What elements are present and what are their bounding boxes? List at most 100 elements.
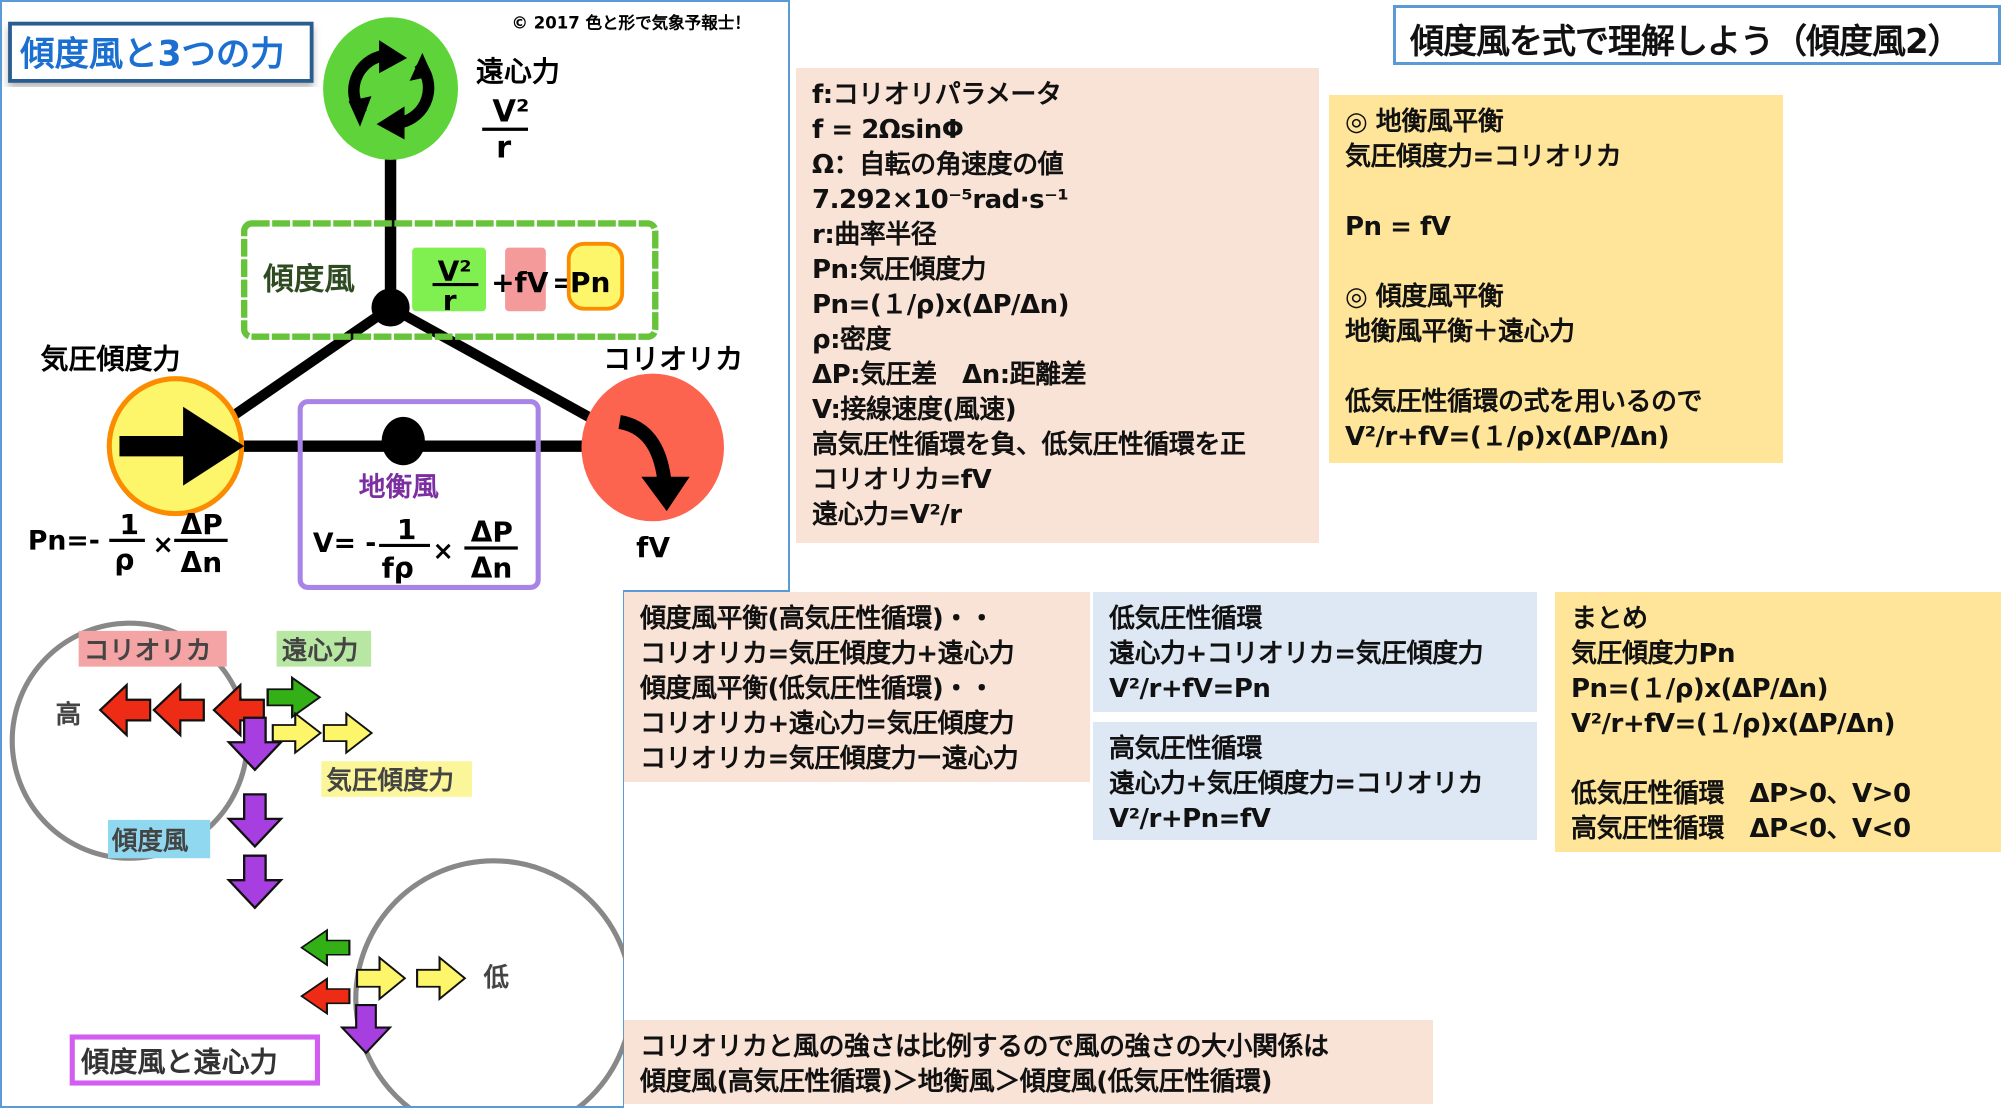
pn-formula-prefix: Pn=- — [28, 525, 100, 556]
gradient-balance-line: 傾度風平衡(低気圧性循環)・・ — [640, 674, 995, 704]
wind-balance-panel: コリオリカ 遠心力 高 気圧傾度力 傾度風 低 傾度風と遠心力 — [0, 590, 635, 1116]
pressure-term-box — [566, 241, 625, 311]
gradient-wind-pn: Pn — [570, 266, 610, 299]
connector-line — [228, 303, 394, 422]
gradient-balance-line: コリオリカ=気圧傾度力ー遠心力 — [640, 744, 1019, 774]
rotation-icon — [348, 40, 435, 140]
times-sign: × — [433, 536, 454, 566]
gradient-wind-node — [371, 288, 410, 327]
low-cyclonic-box: 低気圧性循環 遠心力+コリオリカ=気圧傾度力 V²/r+fV=Pn — [1093, 592, 1537, 712]
balance-line: ◎ 地衡風平衡 — [1345, 107, 1504, 137]
definition-line: ΔP:気圧差 Δn:距離差 — [812, 360, 1087, 390]
definition-line: f:コリオリパラメータ — [812, 80, 1062, 110]
diagram-title: 傾度風と3つの力 — [19, 35, 284, 75]
high-cyclonic-line: V²/r+Pn=fV — [1109, 804, 1271, 834]
pressure-tag: 気圧傾度力 — [326, 766, 454, 796]
definitions-box: f:コリオリパラメータ f = 2ΩsinΦ Ω：自転の角速度の値 7.292×… — [796, 68, 1319, 543]
v-den2: Δn — [471, 551, 513, 584]
pressure-arrow-icon — [356, 956, 406, 1000]
low-label: 低 — [483, 963, 510, 993]
gradient-wind-tag: 傾度風 — [111, 826, 189, 856]
high-label: 高 — [56, 700, 82, 730]
coriolis-arrow-icon — [152, 683, 205, 737]
summary-line: 低気圧性循環 ΔP>0、V>0 — [1571, 779, 1911, 809]
low-cyclonic-line: V²/r+fV=Pn — [1109, 674, 1271, 704]
pressure-tag-bg — [321, 761, 473, 797]
coriolis-arrow-icon — [99, 683, 152, 737]
coriolis-tag: コリオリカ — [84, 636, 212, 666]
three-forces-diagram: 傾度風と3つの力 © 2017 色と形で気象予報士！ 遠心力 V² r 傾度風 … — [8, 13, 751, 590]
curved-arrowhead — [641, 476, 690, 512]
wind-arrow-icon — [227, 793, 283, 848]
definition-line: V:接線速度(風速) — [812, 395, 1017, 425]
balance-box: ◎ 地衡風平衡 気圧傾度力=コリオリカ Pn = fV ◎ 傾度風平衡 地衡風平… — [1329, 95, 1783, 463]
definition-line: 高気圧性循環を負、低気圧性循環を正 — [812, 430, 1246, 460]
balance-line: V²/r+fV=(１/ρ)x(ΔP/Δn) — [1345, 422, 1670, 452]
wind-arrow-icon — [341, 1004, 391, 1054]
pressure-gradient-label: 気圧傾度力 — [41, 343, 181, 376]
gradient-wind-numerator: V² — [438, 255, 472, 288]
coriolis-formula: fV — [636, 531, 670, 564]
pressure-arrow-icon — [416, 956, 466, 1000]
definition-line: Pn=(１/ρ)x(ΔP/Δn) — [812, 290, 1070, 320]
gradient-balance-line: コリオリカ=気圧傾度力+遠心力 — [640, 639, 1015, 669]
coriolis-term-box — [505, 247, 546, 312]
balance-line: 地衡風平衡＋遠心力 — [1345, 317, 1575, 347]
title-frame — [8, 21, 314, 83]
centrifugal-term-box — [412, 247, 486, 312]
pressure-arrow-icon — [322, 712, 373, 754]
gradient-wind-denominator: r — [443, 284, 457, 317]
pn-den2: Δn — [181, 546, 223, 579]
right-arrow-icon — [119, 406, 245, 486]
high-cyclonic-box: 高気圧性循環 遠心力+気圧傾度力=コリオリカ V²/r+Pn=fV — [1093, 722, 1537, 840]
geostrophic-label: 地衡風 — [359, 472, 439, 503]
conclusion-line: 傾度風(高気圧性循環)＞地衡風＞傾度風(低気圧性循環) — [640, 1067, 1273, 1097]
gradient-wind-label: 傾度風 — [262, 263, 355, 298]
gradient-wind-tag-bg — [108, 819, 211, 859]
low-cyclonic-line: 低気圧性循環 — [1109, 604, 1263, 634]
v-num1: 1 — [397, 513, 416, 546]
conclusion-line: コリオリカと風の強さは比例するので風の強さの大小関係は — [640, 1032, 1329, 1062]
centrifugal-arrow-icon — [266, 676, 321, 718]
coriolis-arrow-icon — [300, 977, 351, 1015]
balance-line — [1345, 245, 1767, 280]
page-title: 傾度風を式で理解しよう（傾度風2） — [1393, 5, 2001, 65]
coriolis-tag-bg — [78, 630, 227, 667]
gradient-wind-coriolis-term: +fV — [491, 266, 549, 299]
centrifugal-circle — [323, 17, 458, 160]
force-diagram-panel: 傾度風と3つの力 © 2017 色と形で気象予報士！ 遠心力 V² r 傾度風 … — [0, 0, 790, 592]
curved-arrow-icon — [618, 415, 672, 481]
pressure-arrow-icon — [271, 712, 322, 754]
balance-line — [1345, 175, 1767, 210]
gradient-balance-box: 傾度風平衡(高気圧性循環)・・ コリオリカ=気圧傾度力+遠心力 傾度風平衡(低気… — [624, 592, 1090, 782]
summary-line: Pn=(１/ρ)x(ΔP/Δn) — [1571, 674, 1829, 704]
conclusion-box: コリオリカと風の強さは比例するので風の強さの大小関係は 傾度風(高気圧性循環)＞… — [624, 1020, 1433, 1104]
definition-line: Pn:気圧傾度力 — [812, 255, 986, 285]
centrifugal-denominator: r — [496, 130, 511, 165]
balance-line: ◎ 傾度風平衡 — [1345, 282, 1504, 312]
definition-line: Ω：自転の角速度の値 — [812, 150, 1064, 180]
definition-line: 遠心力=V²/r — [812, 500, 962, 530]
geostrophic-node — [381, 416, 425, 466]
summary-line — [1571, 742, 1985, 777]
centrifugal-tag-bg — [276, 630, 372, 667]
centrifugal-arrow-icon — [300, 929, 351, 967]
summary-line: まとめ — [1571, 604, 1648, 634]
summary-line: 高気圧性循環 ΔP<0、V<0 — [1571, 814, 1911, 844]
coriolis-label: コリオリカ — [603, 343, 743, 376]
caption-frame — [69, 1034, 321, 1086]
pn-num1: 1 — [119, 508, 138, 541]
gradient-balance-line: コリオリカ+遠心力=気圧傾度力 — [640, 709, 1015, 739]
high-cyclonic-line: 遠心力+気圧傾度力=コリオリカ — [1109, 769, 1484, 799]
centrifugal-numerator: V² — [492, 95, 529, 130]
definition-line: コリオリカ=fV — [812, 465, 992, 495]
gradient-wind-frame — [241, 220, 659, 340]
definition-line: r:曲率半径 — [812, 220, 937, 250]
centrifugal-tag: 遠心力 — [282, 636, 359, 666]
balance-line: 低気圧性循環の式を用いるので — [1345, 387, 1703, 417]
connector-line — [388, 302, 601, 427]
definition-line: 7.292×10⁻⁵rad·s⁻¹ — [812, 185, 1069, 215]
low-cyclonic-line: 遠心力+コリオリカ=気圧傾度力 — [1109, 639, 1484, 669]
v-num2: ΔP — [471, 516, 513, 549]
balance-line: Pn = fV — [1345, 212, 1451, 242]
